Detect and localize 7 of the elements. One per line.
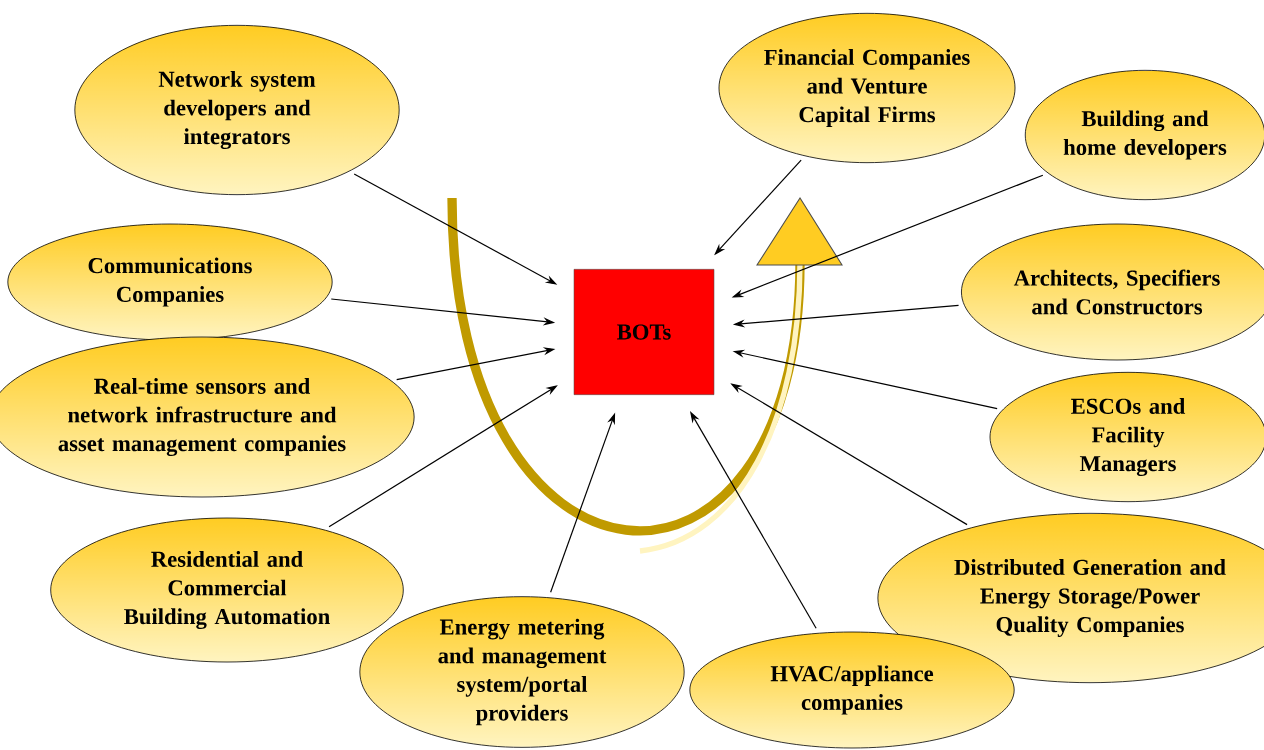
ellipse-node: Residential and Commercial Building Automation bbox=[50, 517, 404, 663]
ellipse-node: Network system developers and integrators bbox=[74, 24, 400, 196]
square-box: BOTs bbox=[573, 269, 715, 395]
ellipse-node: Financial Companies and Venture Capital Firms bbox=[718, 12, 1016, 164]
ellipse-node: Building and home developers bbox=[1024, 69, 1264, 201]
ellipse-node: Communications Companies bbox=[7, 223, 333, 341]
ellipse-node: Energy metering and management system/portal providers bbox=[359, 596, 685, 748]
